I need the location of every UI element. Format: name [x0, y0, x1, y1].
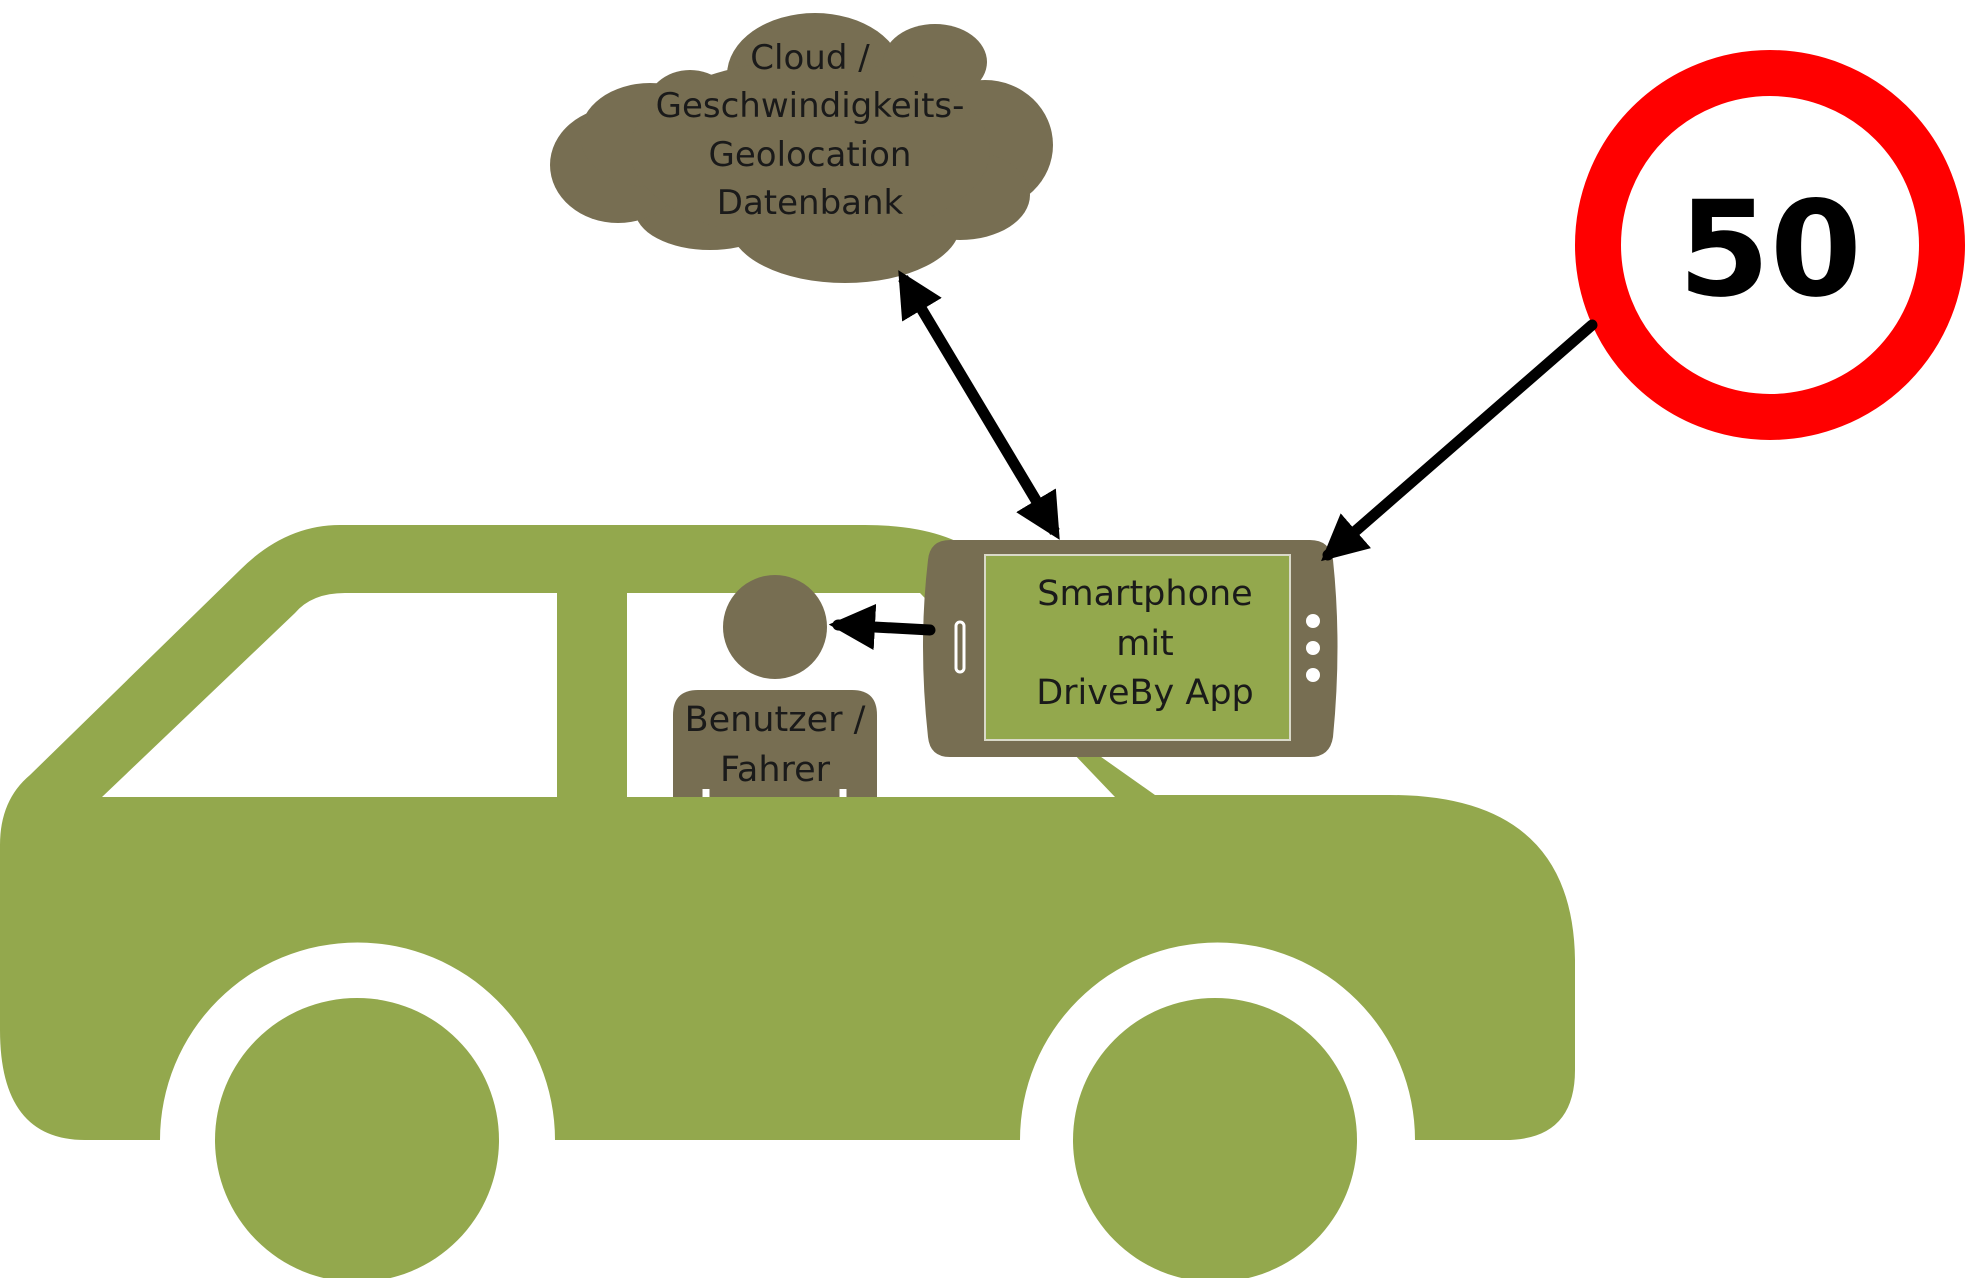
cloud-icon	[550, 13, 1053, 283]
smartphone-label: Smartphone mit DriveBy App	[985, 570, 1305, 719]
cloud-label-line: Datenbank	[716, 182, 904, 223]
person-icon	[673, 575, 877, 797]
smartphone-label-line: mit	[1116, 623, 1174, 664]
cloud-label-line: Geolocation	[708, 134, 912, 175]
driver-head	[723, 575, 827, 679]
speed-sign-ring	[1575, 50, 1965, 440]
cloud-label-line: Geschwindigkeits-	[655, 86, 965, 127]
speed-limit-value: 50	[1678, 173, 1862, 327]
arrow-sign-phone	[1321, 319, 1598, 562]
rear-wheel	[1073, 998, 1357, 1282]
smartphone-icon	[923, 540, 1338, 757]
smartphone-label-line: DriveBy App	[1036, 673, 1254, 714]
smartphone-dot-1	[1306, 614, 1320, 628]
driver-label-line: Benutzer /	[684, 700, 866, 740]
driver-torso	[673, 690, 877, 797]
smartphone-label-line: Smartphone	[1037, 574, 1253, 614]
cloud-label-line: Cloud /	[750, 38, 870, 78]
cloud-label: Cloud / Geschwindigkeits- Geolocation Da…	[620, 34, 1000, 227]
smartphone-dot-3	[1306, 668, 1320, 682]
smartphone-dot-2	[1306, 641, 1320, 655]
arrow-phone-driver	[828, 603, 936, 651]
arrow-cloud-phone	[898, 270, 1060, 540]
smartphone-screen	[984, 554, 1291, 741]
smartphone-home-button	[954, 620, 966, 674]
front-wheel	[215, 998, 499, 1282]
front-window	[102, 593, 557, 797]
driver-label: Benutzer / Fahrer	[665, 696, 885, 795]
speed-limit-sign-icon	[1575, 50, 1965, 440]
driver-label-line: Fahrer	[719, 749, 831, 790]
